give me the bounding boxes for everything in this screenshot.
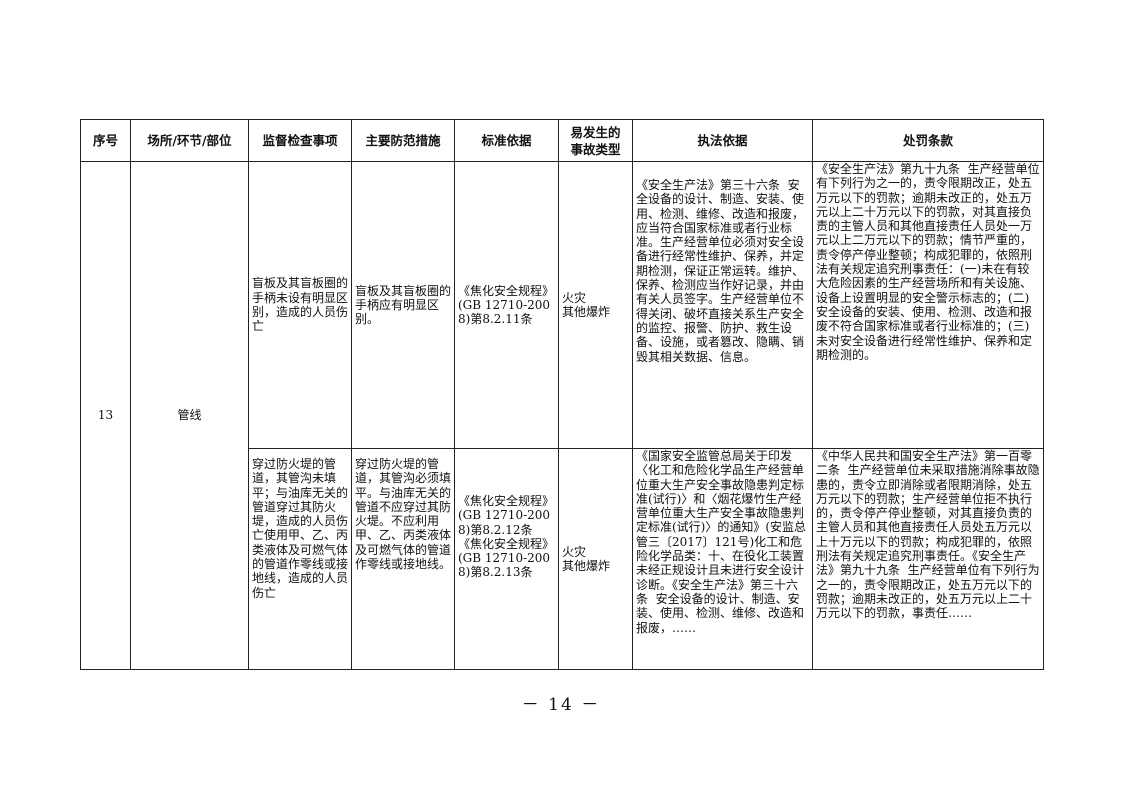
page-number: － 14 －	[521, 695, 601, 715]
header-row: 序号 场所/环节/部位 监督检查事项 主要防范措施 标准依据 易发生的 事故类型…	[80, 119, 1044, 162]
header-law: 执法依据	[632, 119, 813, 162]
penalty-cell: 《中华人民共和国安全生产法》第一百零二条 生产经营单位未采取措施消除事故隐患的，…	[812, 448, 1044, 670]
measure-cell: 穿过防火堤的管道，其管沟必须填平。与油库无关的管道不应穿过其防火堤。不应利用甲、…	[351, 448, 455, 670]
measure-cell: 盲板及其盲板圈的手柄应有明显区别。	[351, 161, 455, 449]
header-inspection-item: 监督检查事项	[248, 119, 352, 162]
law-cell: 《国家安全监管总局关于印发〈化工和危险化学品生产经营单位重大生产安全事故隐患判定…	[632, 448, 813, 670]
seq-cell: 13	[80, 161, 131, 670]
header-penalty: 处罚条款	[812, 119, 1044, 162]
location-cell: 管线	[130, 161, 249, 670]
inspection-item-cell: 盲板及其盲板圈的手柄未设有明显区别，造成的人员伤亡	[248, 161, 352, 449]
inspection-item-cell: 穿过防火堤的管道，其管沟未填平；与油库无关的管道穿过其防火堤，造成的人员伤亡使用…	[248, 448, 352, 670]
table-row: 13 管线 盲板及其盲板圈的手柄未设有明显区别，造成的人员伤亡 盲板及其盲板圈的…	[80, 161, 1044, 670]
accident-type-cell: 火灾 其他爆炸	[558, 161, 633, 449]
standard-cell: 《焦化安全规程》(GB 12710-2008)第8.2.12条《焦化安全规程》(…	[454, 448, 559, 670]
header-seq: 序号	[80, 119, 131, 162]
penalty-cell: 《安全生产法》第九十九条 生产经营单位有下列行为之一的，责令限期改正，处五万元以…	[812, 161, 1044, 449]
header-measures: 主要防范措施	[351, 119, 455, 162]
header-standard: 标准依据	[454, 119, 559, 162]
regulation-table: 序号 场所/环节/部位 监督检查事项 主要防范措施 标准依据 易发生的 事故类型…	[80, 119, 1044, 670]
law-cell: 《安全生产法》第三十六条 安全设备的设计、制造、安装、使用、检测、维修、改造和报…	[632, 161, 813, 449]
table-row: 穿过防火堤的管道，其管沟未填平；与油库无关的管道穿过其防火堤，造成的人员伤亡使用…	[81, 448, 1044, 670]
standard-cell: 《焦化安全规程》(GB 12710-2008)第8.2.11条	[454, 161, 559, 449]
header-accident-type: 易发生的 事故类型	[558, 119, 633, 162]
accident-type-cell: 火灾 其他爆炸	[558, 448, 633, 670]
header-location: 场所/环节/部位	[130, 119, 249, 162]
